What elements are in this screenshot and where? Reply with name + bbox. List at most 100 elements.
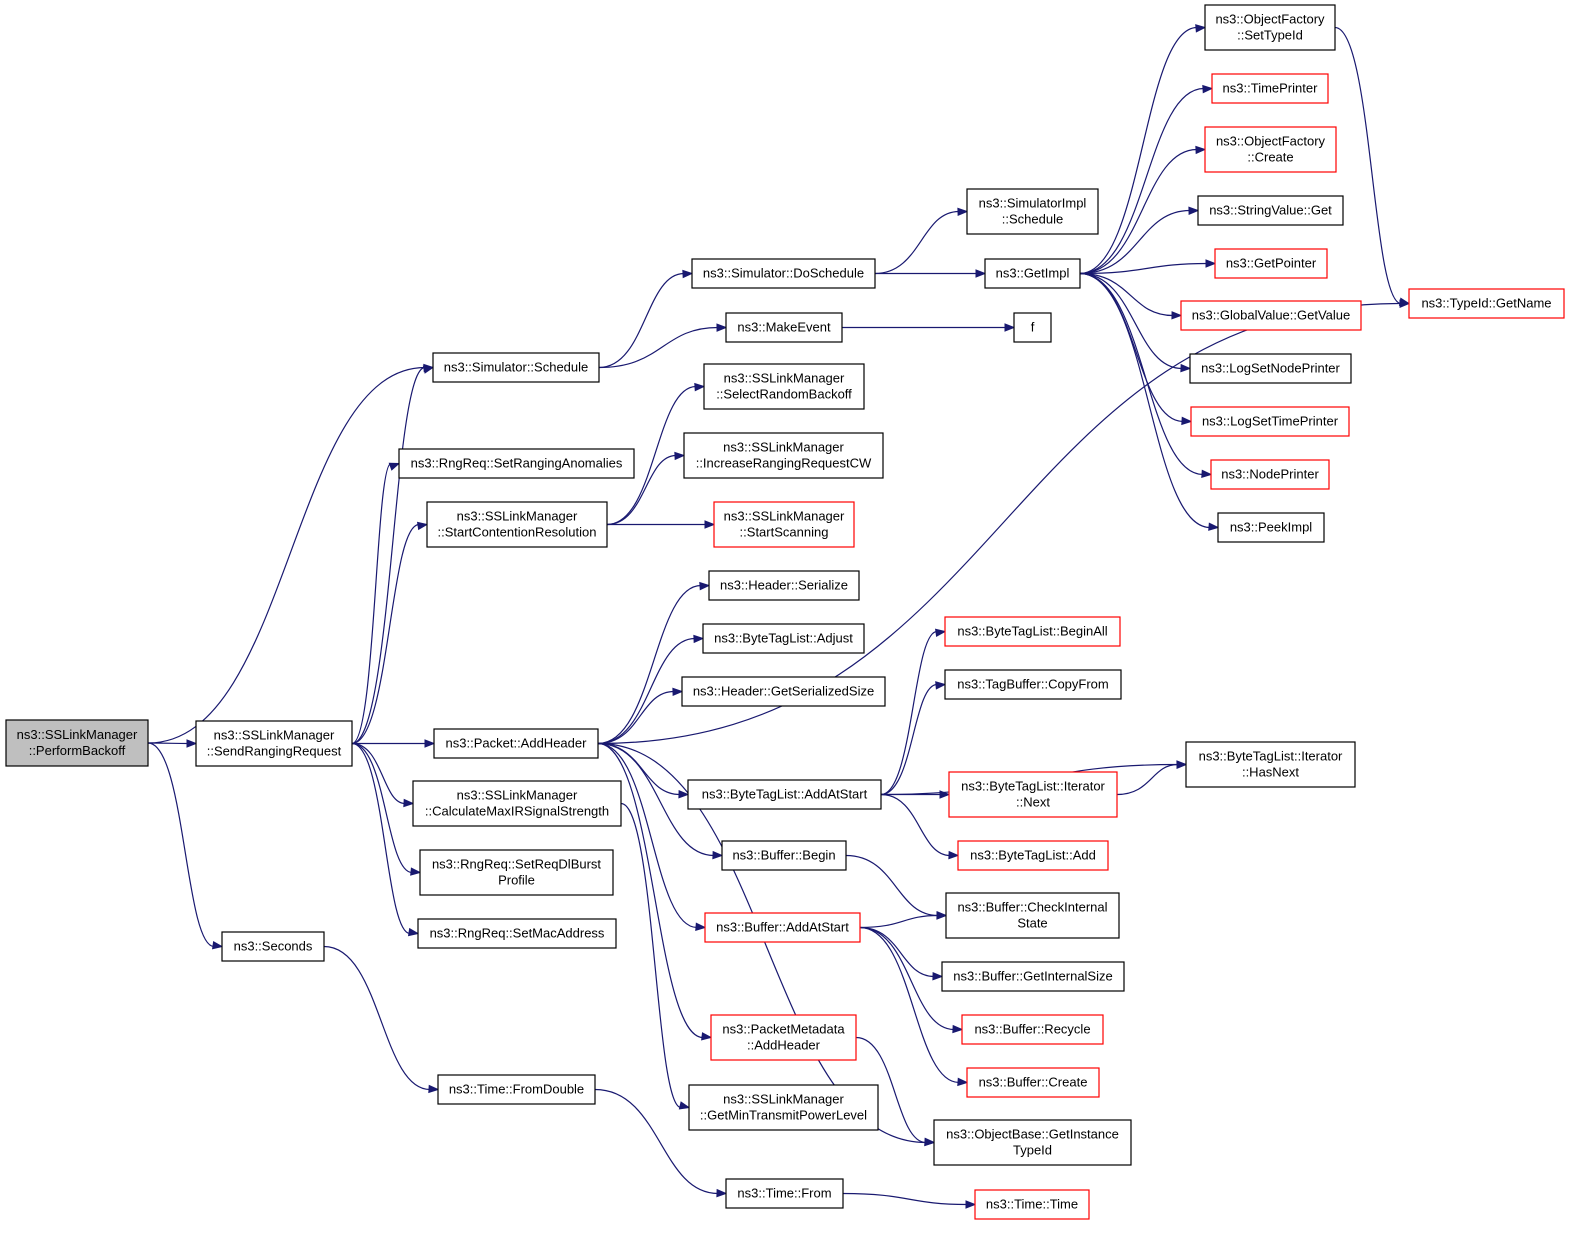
node-box[interactable]: [1189, 353, 1352, 384]
node-box[interactable]: [417, 918, 617, 949]
node-box[interactable]: [984, 258, 1081, 289]
node-box[interactable]: [432, 352, 600, 383]
node-perform_backoff[interactable]: ns3::SSLinkManager::PerformBackoff: [5, 719, 149, 767]
node-get_pointer[interactable]: ns3::GetPointer: [1214, 248, 1328, 279]
node-box[interactable]: [974, 1189, 1090, 1220]
node-header_serialize[interactable]: ns3::Header::Serialize: [708, 570, 860, 601]
node-log_set_node_printer[interactable]: ns3::LogSetNodePrinter: [1189, 353, 1352, 384]
node-calc_max_ir[interactable]: ns3::SSLinkManager::CalculateMaxIRSignal…: [412, 780, 622, 827]
node-box[interactable]: [419, 849, 614, 896]
node-sim_doschedule[interactable]: ns3::Simulator::DoSchedule: [691, 258, 876, 289]
node-box[interactable]: [437, 1074, 596, 1105]
node-buffer_getinternalsize[interactable]: ns3::Buffer::GetInternalSize: [941, 961, 1125, 992]
node-box[interactable]: [687, 779, 882, 810]
node-sim_schedule[interactable]: ns3::Simulator::Schedule: [432, 352, 600, 383]
node-typeid_getname[interactable]: ns3::TypeId::GetName: [1408, 288, 1565, 319]
node-time_printer[interactable]: ns3::TimePrinter: [1211, 73, 1329, 104]
node-start_contention[interactable]: ns3::SSLinkManager::StartContentionResol…: [426, 501, 608, 548]
node-box[interactable]: [426, 501, 608, 548]
node-box[interactable]: [945, 892, 1120, 939]
node-btl_addatstart[interactable]: ns3::ByteTagList::AddAtStart: [687, 779, 882, 810]
node-make_event[interactable]: ns3::MakeEvent: [725, 312, 843, 343]
node-box[interactable]: [1217, 512, 1325, 543]
node-box[interactable]: [725, 312, 843, 343]
node-box[interactable]: [944, 616, 1121, 647]
node-box[interactable]: [710, 1014, 857, 1061]
node-box[interactable]: [1204, 126, 1337, 173]
node-buffer_create[interactable]: ns3::Buffer::Create: [966, 1067, 1100, 1098]
node-set_anomalies[interactable]: ns3::RngReq::SetRangingAnomalies: [398, 448, 635, 479]
node-stringvalue_get[interactable]: ns3::StringValue::Get: [1197, 195, 1344, 226]
node-get_impl[interactable]: ns3::GetImpl: [984, 258, 1081, 289]
node-box[interactable]: [966, 188, 1099, 235]
node-box[interactable]: [721, 840, 847, 871]
node-start_scanning[interactable]: ns3::SSLinkManager::StartScanning: [713, 501, 855, 548]
node-box[interactable]: [702, 623, 865, 654]
node-peek_impl[interactable]: ns3::PeekImpl: [1217, 512, 1325, 543]
node-btl_adjust[interactable]: ns3::ByteTagList::Adjust: [702, 623, 865, 654]
node-sim_impl_schedule[interactable]: ns3::SimulatorImpl::Schedule: [966, 188, 1099, 235]
node-f[interactable]: f: [1013, 312, 1052, 343]
node-box[interactable]: [1214, 248, 1328, 279]
node-seconds[interactable]: ns3::Seconds: [221, 931, 325, 962]
node-box[interactable]: [957, 840, 1109, 871]
node-box[interactable]: [412, 780, 622, 827]
node-box[interactable]: [688, 1084, 879, 1131]
node-buffer_begin[interactable]: ns3::Buffer::Begin: [721, 840, 847, 871]
node-buffer_recycle[interactable]: ns3::Buffer::Recycle: [961, 1014, 1104, 1045]
node-time_time[interactable]: ns3::Time::Time: [974, 1189, 1090, 1220]
node-btl_iter_hasnext[interactable]: ns3::ByteTagList::Iterator::HasNext: [1185, 741, 1356, 788]
node-tagbuffer_copyfrom[interactable]: ns3::TagBuffer::CopyFrom: [944, 669, 1122, 700]
node-btl_add[interactable]: ns3::ByteTagList::Add: [957, 840, 1109, 871]
node-box[interactable]: [966, 1067, 1100, 1098]
node-time_from[interactable]: ns3::Time::From: [725, 1178, 844, 1209]
node-box[interactable]: [961, 1014, 1104, 1045]
node-box[interactable]: [713, 501, 855, 548]
node-increase_cw[interactable]: ns3::SSLinkManager::IncreaseRangingReque…: [683, 432, 884, 479]
node-btl_beginall[interactable]: ns3::ByteTagList::BeginAll: [944, 616, 1121, 647]
node-box[interactable]: [708, 570, 860, 601]
node-packet_addheader[interactable]: ns3::Packet::AddHeader: [433, 728, 599, 759]
node-box[interactable]: [691, 258, 876, 289]
node-box[interactable]: [1013, 312, 1052, 343]
node-box[interactable]: [941, 961, 1125, 992]
node-log_set_time_printer[interactable]: ns3::LogSetTimePrinter: [1190, 406, 1350, 437]
node-of_settypeid[interactable]: ns3::ObjectFactory::SetTypeId: [1204, 4, 1336, 51]
node-box[interactable]: [948, 771, 1118, 818]
node-set_mac[interactable]: ns3::RngReq::SetMacAddress: [417, 918, 617, 949]
node-box[interactable]: [1211, 73, 1329, 104]
node-box[interactable]: [398, 448, 635, 479]
node-box[interactable]: [703, 363, 865, 410]
node-btl_iter_next[interactable]: ns3::ByteTagList::Iterator::Next: [948, 771, 1118, 818]
node-box[interactable]: [725, 1178, 844, 1209]
node-box[interactable]: [1204, 4, 1336, 51]
node-buffer_addatstart[interactable]: ns3::Buffer::AddAtStart: [704, 912, 861, 943]
node-of_create[interactable]: ns3::ObjectFactory::Create: [1204, 126, 1337, 173]
node-header_getsize[interactable]: ns3::Header::GetSerializedSize: [681, 676, 886, 707]
node-send_ranging[interactable]: ns3::SSLinkManager::SendRangingRequest: [195, 720, 353, 767]
node-select_backoff[interactable]: ns3::SSLinkManager::SelectRandomBackoff: [703, 363, 865, 410]
node-box[interactable]: [221, 931, 325, 962]
node-box[interactable]: [933, 1119, 1132, 1166]
node-box[interactable]: [5, 719, 149, 767]
node-time_fromdouble[interactable]: ns3::Time::FromDouble: [437, 1074, 596, 1105]
node-box[interactable]: [683, 432, 884, 479]
node-box[interactable]: [1197, 195, 1344, 226]
node-pm_addheader[interactable]: ns3::PacketMetadata::AddHeader: [710, 1014, 857, 1061]
node-gv_getvalue[interactable]: ns3::GlobalValue::GetValue: [1180, 300, 1362, 331]
node-box[interactable]: [1180, 300, 1362, 331]
node-box[interactable]: [1408, 288, 1565, 319]
node-box[interactable]: [195, 720, 353, 767]
node-get_min_tx[interactable]: ns3::SSLinkManager::GetMinTransmitPowerL…: [688, 1084, 879, 1131]
node-box[interactable]: [704, 912, 861, 943]
node-box[interactable]: [1210, 459, 1330, 490]
node-box[interactable]: [1185, 741, 1356, 788]
node-box[interactable]: [1190, 406, 1350, 437]
node-box[interactable]: [944, 669, 1122, 700]
node-node_printer[interactable]: ns3::NodePrinter: [1210, 459, 1330, 490]
node-box[interactable]: [433, 728, 599, 759]
node-box[interactable]: [681, 676, 886, 707]
